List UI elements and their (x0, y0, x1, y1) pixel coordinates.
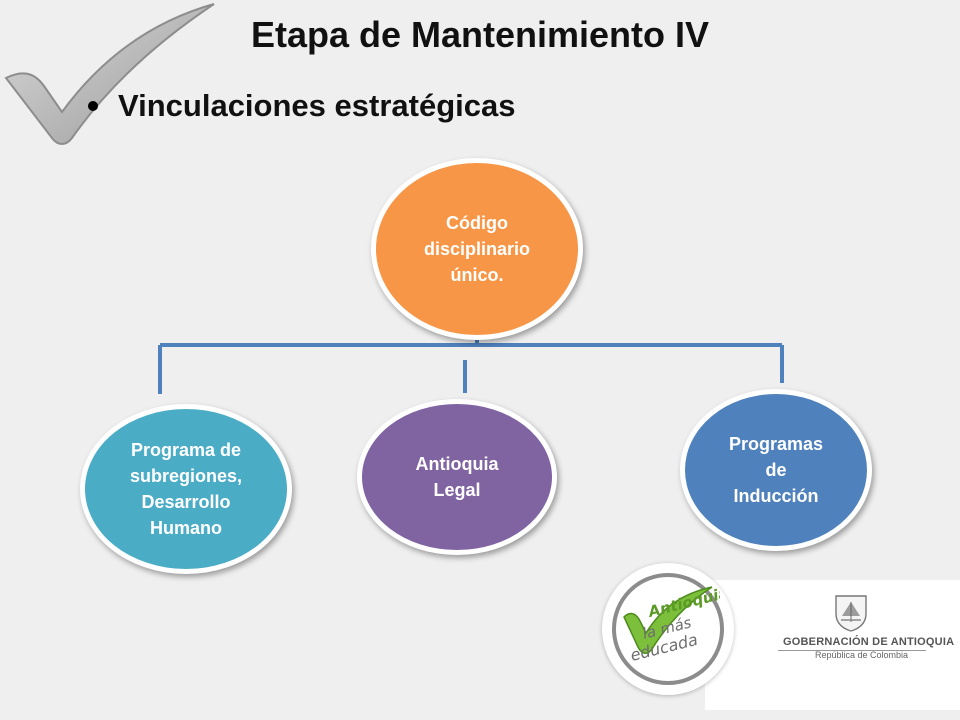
badge-artwork: Antioquia la más educada (623, 584, 730, 665)
slide-title: Etapa de Mantenimiento IV (250, 14, 710, 55)
government-subtitle: República de Colombia (815, 650, 909, 660)
antioquia-educada-logo: Antioquia la más educada (602, 563, 734, 695)
node-programa-subregiones: Programa de subregiones, Desarrollo Huma… (80, 404, 292, 574)
node-programas-induccion: Programas de Inducción (680, 389, 872, 551)
node-antioquia-legal: Antioquia Legal (357, 399, 557, 555)
bullet-dot (88, 101, 98, 111)
connector-lines (158, 335, 784, 394)
bullet-item: Vinculaciones estratégicas (88, 88, 515, 124)
crest-icon (835, 595, 867, 632)
bullet-text: Vinculaciones estratégicas (118, 88, 516, 123)
checkmark-icon (4, 3, 215, 145)
node-mid-label: Antioquia Legal (415, 453, 499, 500)
node-right-label: Programas de Inducción (728, 433, 824, 507)
node-codigo-disciplinario: Código disciplinario único. (371, 158, 583, 340)
node-root-label: Código disciplinario único. (423, 212, 531, 286)
node-left-label: Programa de subregiones, Desarrollo Huma… (129, 439, 243, 539)
government-divider (778, 650, 926, 651)
badge-ring: Antioquia la más educada (612, 573, 730, 685)
logo-panel (705, 580, 960, 710)
government-name: GOBERNACIÓN DE ANTIOQUIA (783, 636, 955, 648)
